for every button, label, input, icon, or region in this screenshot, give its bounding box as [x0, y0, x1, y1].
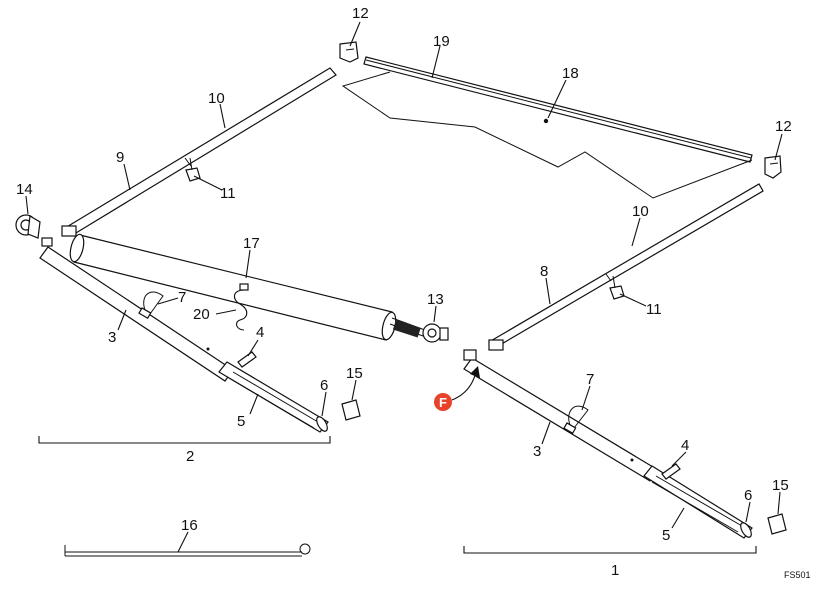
callout-5-left: 5 [237, 413, 245, 430]
group-bracket-1 [463, 546, 757, 554]
callout-3-left: 3 [108, 329, 116, 346]
callout-16: 16 [181, 517, 198, 534]
upper-arm-9-10 [61, 67, 337, 237]
top-rail-19 [363, 56, 753, 163]
strap-7-right [568, 405, 589, 429]
pin-4-left [237, 351, 257, 368]
spring-20 [233, 289, 248, 331]
callout-12-left: 12 [352, 5, 369, 22]
callout-1: 1 [611, 562, 619, 579]
roller-tube-17 [69, 233, 426, 341]
lower-arm-right-3-5 [463, 349, 753, 539]
callout-4-right: 4 [681, 437, 689, 454]
callout-7-right: 7 [586, 371, 594, 388]
badge-label: F [439, 395, 447, 410]
callout-10-right: 10 [632, 203, 649, 220]
callout-11-left: 11 [220, 185, 236, 202]
group-bracket-2 [38, 436, 331, 444]
callout-7-left: 7 [178, 289, 186, 306]
callout-10-left: 10 [208, 90, 225, 107]
pin-4-right [661, 463, 681, 480]
callout-14: 14 [16, 181, 33, 198]
callout-17: 17 [243, 235, 260, 252]
callout-5-right: 5 [662, 527, 670, 544]
diagram-code: FS501 [784, 570, 811, 580]
callout-4-left: 4 [256, 324, 264, 341]
strap-7-left [143, 291, 164, 315]
callout-6-right: 6 [744, 487, 752, 504]
callout-18: 18 [562, 65, 579, 82]
cap-15-left [341, 399, 361, 421]
callout-8: 8 [540, 263, 548, 280]
callout-9: 9 [116, 149, 124, 166]
callout-19: 19 [433, 33, 450, 50]
callout-15-right: 15 [772, 477, 789, 494]
end-cap-13 [422, 323, 449, 343]
callout-13: 13 [427, 291, 444, 308]
reference-badge-f: F [434, 366, 480, 411]
callout-12-right: 12 [775, 118, 792, 135]
callout-11-right: 11 [646, 301, 662, 318]
callout-2: 2 [186, 448, 194, 465]
callout-6-left: 6 [320, 377, 328, 394]
fabric-18 [341, 71, 753, 199]
callout-20: 20 [193, 306, 210, 323]
lower-arm-left-3-5 [39, 246, 329, 433]
bracket-12-left [339, 41, 359, 63]
upper-arm-8-10 [488, 183, 764, 351]
rod-16 [64, 543, 311, 557]
bracket-12-right [764, 155, 782, 179]
callout-3-right: 3 [533, 443, 541, 460]
leader-lines [25, 21, 783, 553]
cap-15-right [767, 513, 787, 535]
end-mechanism-14 [15, 214, 53, 247]
callout-15-left: 15 [346, 365, 363, 382]
